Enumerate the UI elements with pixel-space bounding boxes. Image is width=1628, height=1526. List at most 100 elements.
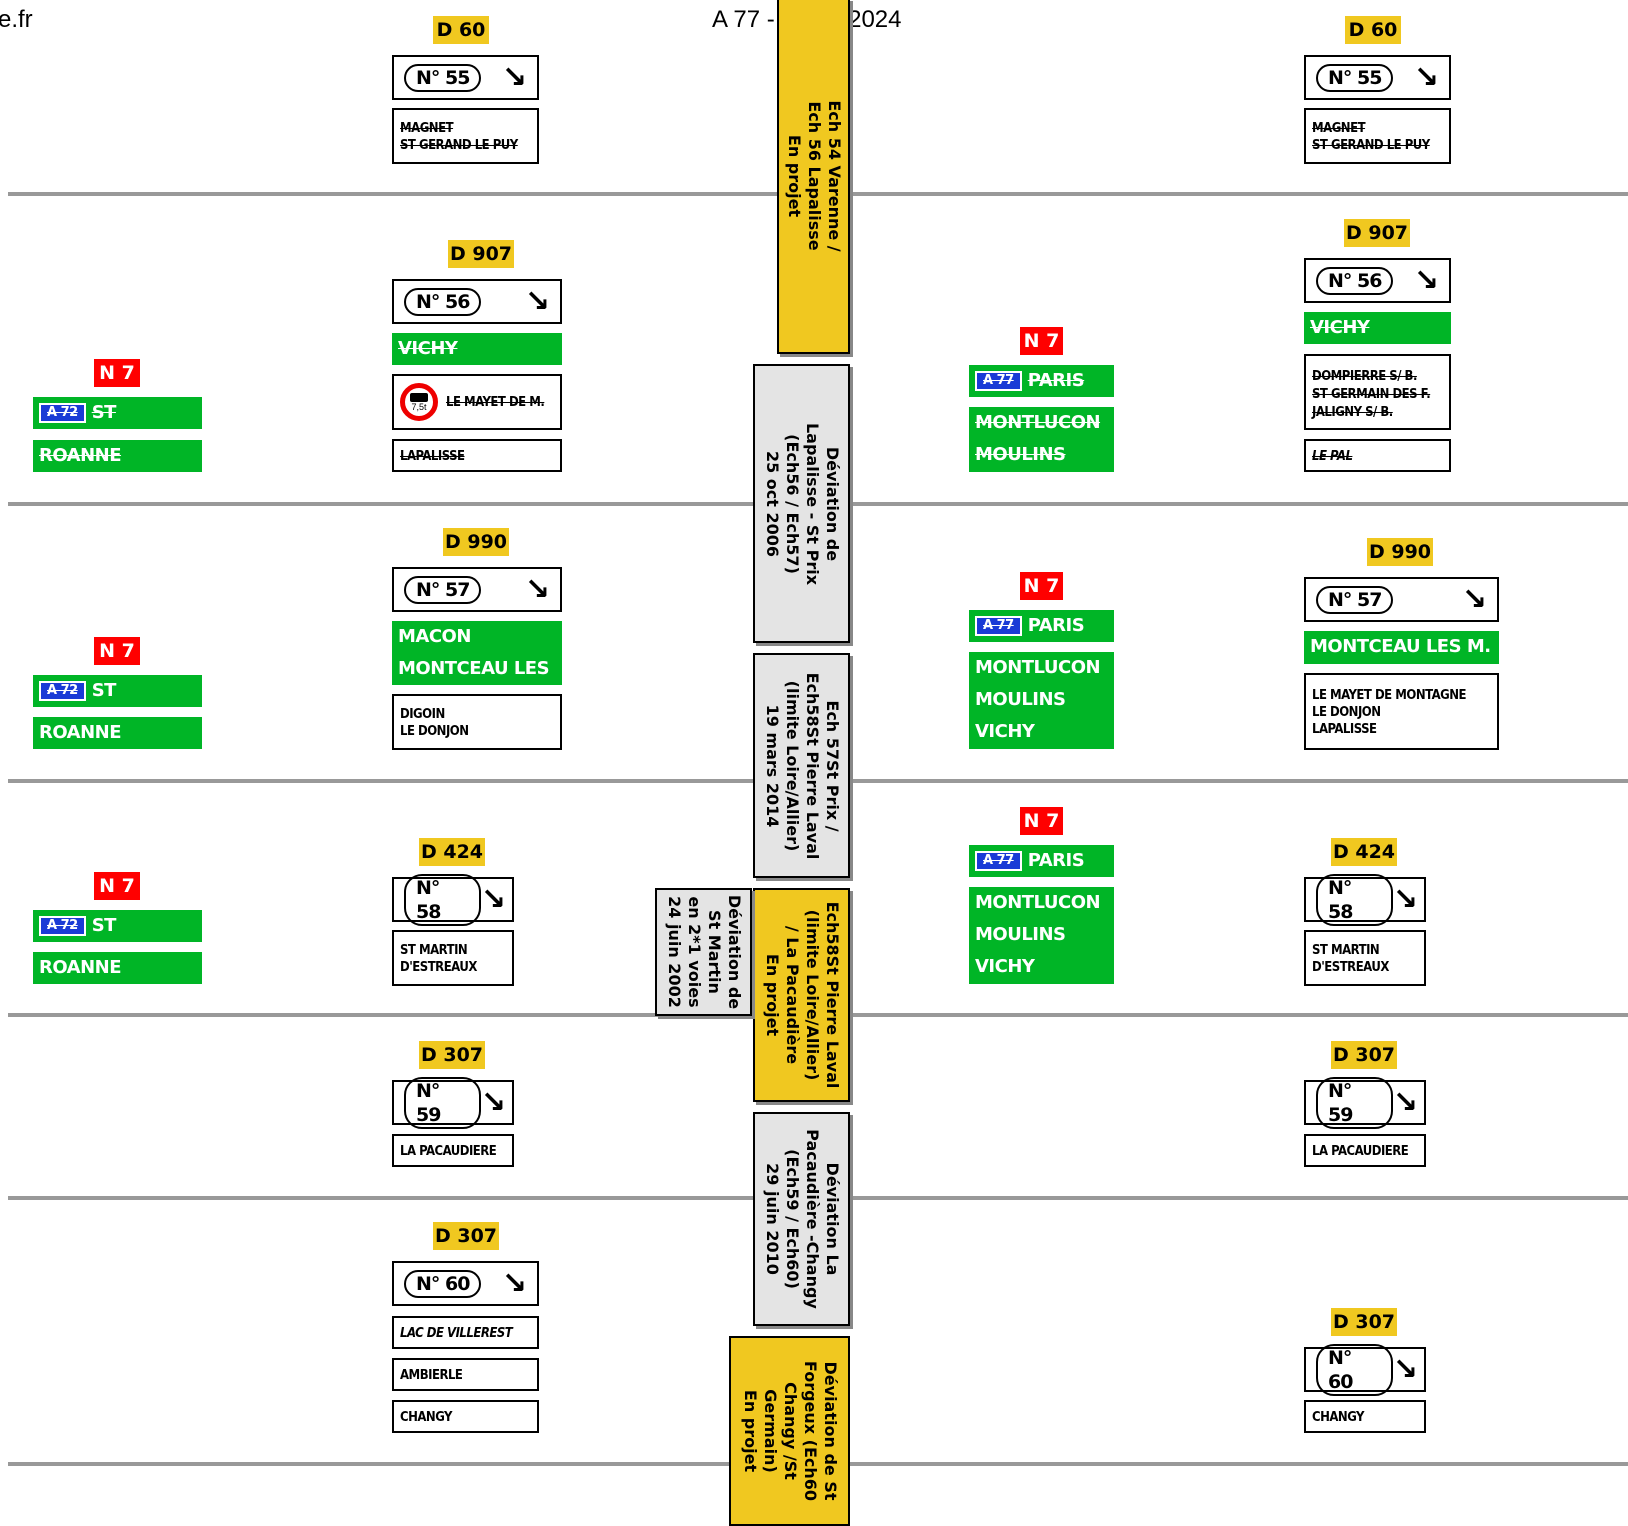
exit-number: N° 59 — [1316, 1076, 1393, 1129]
exit-number: N° 55 — [1316, 63, 1394, 92]
road-number-tag: D 307 — [1331, 1308, 1397, 1336]
road-number-tag: D 424 — [1331, 838, 1397, 866]
project-box-ech54-ech56: Ech 54 Varenne / Ech 56 Lapalisse En pro… — [777, 0, 850, 354]
project-box-st-forgeux: Déviation de St Forgeux (Ech60 Changy /S… — [729, 1336, 850, 1526]
autoroute-badge: A 77 — [975, 371, 1022, 391]
exit-number: N° 60 — [404, 1269, 482, 1298]
road-number-tag: N 7 — [1020, 327, 1063, 355]
arrow-down-right-icon: ↘ — [1413, 59, 1439, 95]
exit-sign-55: N° 55 ↘ — [1304, 55, 1451, 100]
road-number-tag: D 60 — [433, 16, 489, 44]
arrow-down-right-icon: ↘ — [524, 571, 550, 607]
exit-sign-59: N° 59 ↘ — [1304, 1076, 1426, 1129]
truck-restriction-panel: 7,5t LE MAYET DE M. — [392, 374, 562, 430]
autoroute-badge: A 72 — [39, 916, 86, 936]
exit-number: N° 56 — [404, 287, 482, 316]
green-destination: ROANNE — [33, 952, 202, 984]
exit-sign-60: N° 60 ↘ — [392, 1261, 539, 1306]
road-number-tag: N 7 — [94, 872, 140, 900]
exit-number: N° 56 — [1316, 266, 1394, 295]
destination-panel: AMBIERLE — [392, 1358, 539, 1391]
road-number-tag: N 7 — [1020, 807, 1063, 835]
deviation-box-st-prix: Ech 57St Prix / Ech58St Pierre Laval (li… — [753, 653, 850, 878]
road-number-tag: D 307 — [1331, 1041, 1397, 1069]
arrow-down-right-icon: ↘ — [501, 1265, 527, 1301]
arrow-down-right-icon: ↘ — [1461, 581, 1487, 617]
exit-sign-60: N° 60 ↘ — [1304, 1343, 1426, 1396]
exit-number: N° 57 — [404, 575, 482, 604]
project-box-st-pierre-laval: Ech58St Pierre Laval (limite Loire/Allie… — [753, 888, 850, 1102]
destination-panel: LAC DE VILLEREST — [392, 1316, 539, 1349]
deviation-box-st-martin: Déviation de St Martin en 2*1 voies 24 j… — [655, 888, 752, 1016]
arrow-down-right-icon: ↘ — [1413, 262, 1439, 298]
autoroute-badge: A 77 — [975, 616, 1022, 636]
green-destination: ROANNE — [33, 440, 202, 472]
deviation-box-lapalisse: Déviation de Lapalisse - St Prix (Ech56 … — [753, 364, 850, 643]
exit-number: N° 58 — [404, 873, 481, 926]
deviation-box-la-pacaudiere: Déviation La Pacaudière -Changy (Ech59 /… — [753, 1112, 850, 1326]
destination-panel: LA PACAUDIERE — [392, 1134, 514, 1167]
green-destination: ROANNE — [33, 717, 202, 749]
exit-number: N° 59 — [404, 1076, 481, 1129]
road-number-tag: D 907 — [1344, 219, 1410, 247]
arrow-down-right-icon: ↘ — [480, 1084, 506, 1120]
exit-sign-56: N° 56 ↘ — [392, 279, 562, 324]
road-number-tag: D 307 — [433, 1222, 499, 1250]
autoroute-badge: A 77 — [975, 851, 1022, 871]
destination-panel: LA PACAUDIERE — [1304, 1134, 1426, 1167]
road-number-tag: D 60 — [1345, 16, 1401, 44]
exit-sign-57: N° 57 ↘ — [392, 567, 562, 612]
destination-panel: CHANGY — [1304, 1400, 1426, 1433]
green-destination: VICHY — [392, 333, 562, 365]
road-number-tag: N 7 — [1020, 572, 1063, 600]
exit-number: N° 60 — [1316, 1343, 1393, 1396]
arrow-down-right-icon: ↘ — [480, 881, 506, 917]
autoroute-badge: A 72 — [39, 403, 86, 423]
arrow-down-right-icon: ↘ — [1392, 1084, 1418, 1120]
truck-prohibition-icon: 7,5t — [400, 383, 438, 421]
exit-sign-56: N° 56 ↘ — [1304, 258, 1451, 303]
road-number-tag: D 990 — [1367, 538, 1433, 566]
exit-number: N° 57 — [1316, 585, 1394, 614]
destination-panel: DOMPIERRE S/ B.ST GERMAIN DES F.JALIGNY … — [1304, 354, 1451, 430]
exit-number: N° 55 — [404, 63, 482, 92]
destination-panel: CHANGY — [392, 1400, 539, 1433]
destination-panel: LE PAL — [1304, 439, 1451, 472]
green-destination: MONTCEAU LES M. — [1304, 631, 1499, 664]
arrow-down-right-icon: ↘ — [524, 283, 550, 319]
road-number-tag: N 7 — [94, 359, 140, 387]
road-number-tag: N 7 — [94, 637, 140, 665]
exit-sign-57: N° 57 ↘ — [1304, 577, 1499, 622]
autoroute-badge: A 72 — [39, 681, 86, 701]
exit-number: N° 58 — [1316, 873, 1393, 926]
road-number-tag: D 424 — [419, 838, 485, 866]
arrow-down-right-icon: ↘ — [1392, 881, 1418, 917]
road-number-tag: D 990 — [443, 528, 509, 556]
exit-sign-58: N° 58 ↘ — [392, 873, 514, 926]
green-destination: VICHY — [1304, 312, 1451, 344]
exit-sign-59: N° 59 ↘ — [392, 1076, 514, 1129]
road-number-tag: D 307 — [419, 1041, 485, 1069]
arrow-down-right-icon: ↘ — [1392, 1351, 1418, 1387]
exit-sign-55: N° 55 ↘ — [392, 55, 539, 100]
road-number-tag: D 907 — [448, 240, 514, 268]
exit-sign-58: N° 58 ↘ — [1304, 873, 1426, 926]
destination-panel: LAPALISSE — [392, 439, 562, 472]
header-site: e.fr — [0, 6, 33, 33]
